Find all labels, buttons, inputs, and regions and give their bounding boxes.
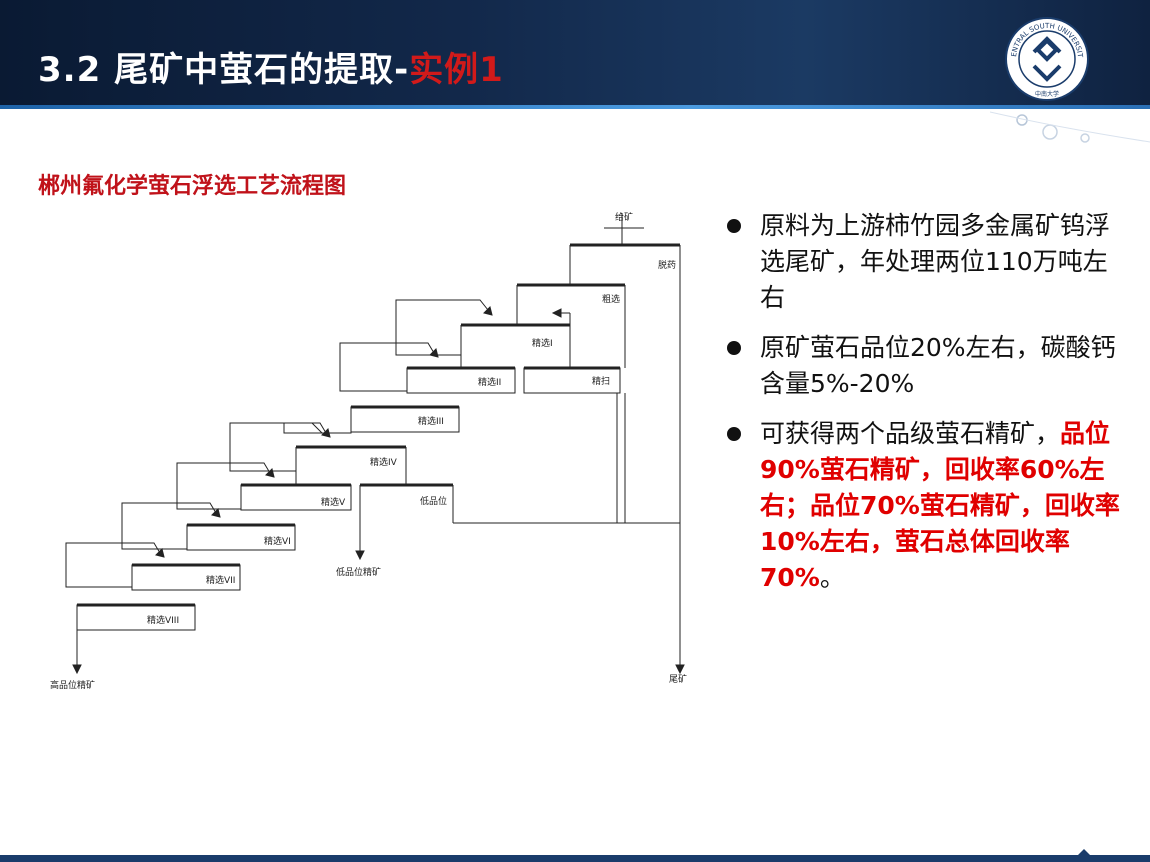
slide-title-highlight: 实例1 <box>409 50 504 90</box>
bullet-list: 原料为上游柿竹园多金属矿钨浮选尾矿，年处理两位110万吨左右 原矿萤石品位20%… <box>724 208 1124 610</box>
footer-triangle <box>1076 849 1092 857</box>
bullet-dot-icon <box>727 341 741 355</box>
logo-emblem <box>1032 36 1062 82</box>
bullet-text-results: 可获得两个品级萤石精矿， <box>760 419 1061 448</box>
label-low-grade: 低品位 <box>420 495 447 507</box>
label-scavenger: 精扫 <box>592 375 610 387</box>
logo-chinese-text: 中南大学 <box>1035 90 1059 98</box>
label-cleaner-7: 精选VII <box>206 574 235 586</box>
bullet-text-raw-material: 原料为上游柿竹园多金属矿钨浮选尾矿，年处理两位110万吨左右 <box>760 211 1111 312</box>
label-feed: 给矿 <box>615 211 633 223</box>
label-rougher: 粗选 <box>602 293 620 305</box>
header-underline <box>0 105 1150 109</box>
bullet-item-raw-material: 原料为上游柿竹园多金属矿钨浮选尾矿，年处理两位110万吨左右 <box>724 208 1124 316</box>
bullet-item-grade: 原矿萤石品位20%左右，碳酸钙含量5%-20% <box>724 330 1124 402</box>
bullet-text-grade: 原矿萤石品位20%左右，碳酸钙含量5%-20% <box>760 333 1116 398</box>
bullet-dot-icon <box>727 219 741 233</box>
bullet-dot-icon <box>727 427 741 441</box>
label-cleaner-5: 精选V <box>321 496 346 508</box>
header-banner <box>0 0 1150 105</box>
label-cleaner-2: 精选II <box>478 376 501 388</box>
label-cleaner-6: 精选VI <box>264 535 291 547</box>
label-cleaner-4: 精选IV <box>370 456 398 468</box>
label-low-grade-concentrate: 低品位精矿 <box>336 566 381 578</box>
bullet-text-results-end: 。 <box>819 563 845 592</box>
label-reagent-removal: 脱药 <box>658 259 676 271</box>
university-logo: CENTRAL SOUTH UNIVERSITY 中南大学 <box>1004 16 1089 101</box>
label-cleaner-8: 精选VIII <box>147 614 179 626</box>
bullet-text-results-highlight: 品位90%萤石精矿，回收率60%左右；品位70%萤石精矿，回收率10%左右，萤石… <box>760 419 1120 592</box>
bullet-item-results: 可获得两个品级萤石精矿，品位90%萤石精矿，回收率60%左右；品位70%萤石精矿… <box>724 416 1124 596</box>
label-tailings: 尾矿 <box>669 673 687 685</box>
label-cleaner-1: 精选I <box>532 337 553 349</box>
flotation-flowchart: 给矿 脱药 粗选 精选I 精选II 精扫 精选III 精选IV 精选V 低品位 … <box>50 211 687 691</box>
flowchart-title: 郴州氟化学萤石浮选工艺流程图 <box>38 174 347 199</box>
footer-bar <box>0 855 1150 862</box>
slide-title: 3.2 尾矿中萤石的提取-实例1 <box>38 42 504 91</box>
label-cleaner-3: 精选III <box>418 415 444 427</box>
header-decoration <box>990 111 1150 143</box>
slide-title-main: 3.2 尾矿中萤石的提取- <box>38 50 410 90</box>
label-high-grade-concentrate: 高品位精矿 <box>50 679 95 691</box>
